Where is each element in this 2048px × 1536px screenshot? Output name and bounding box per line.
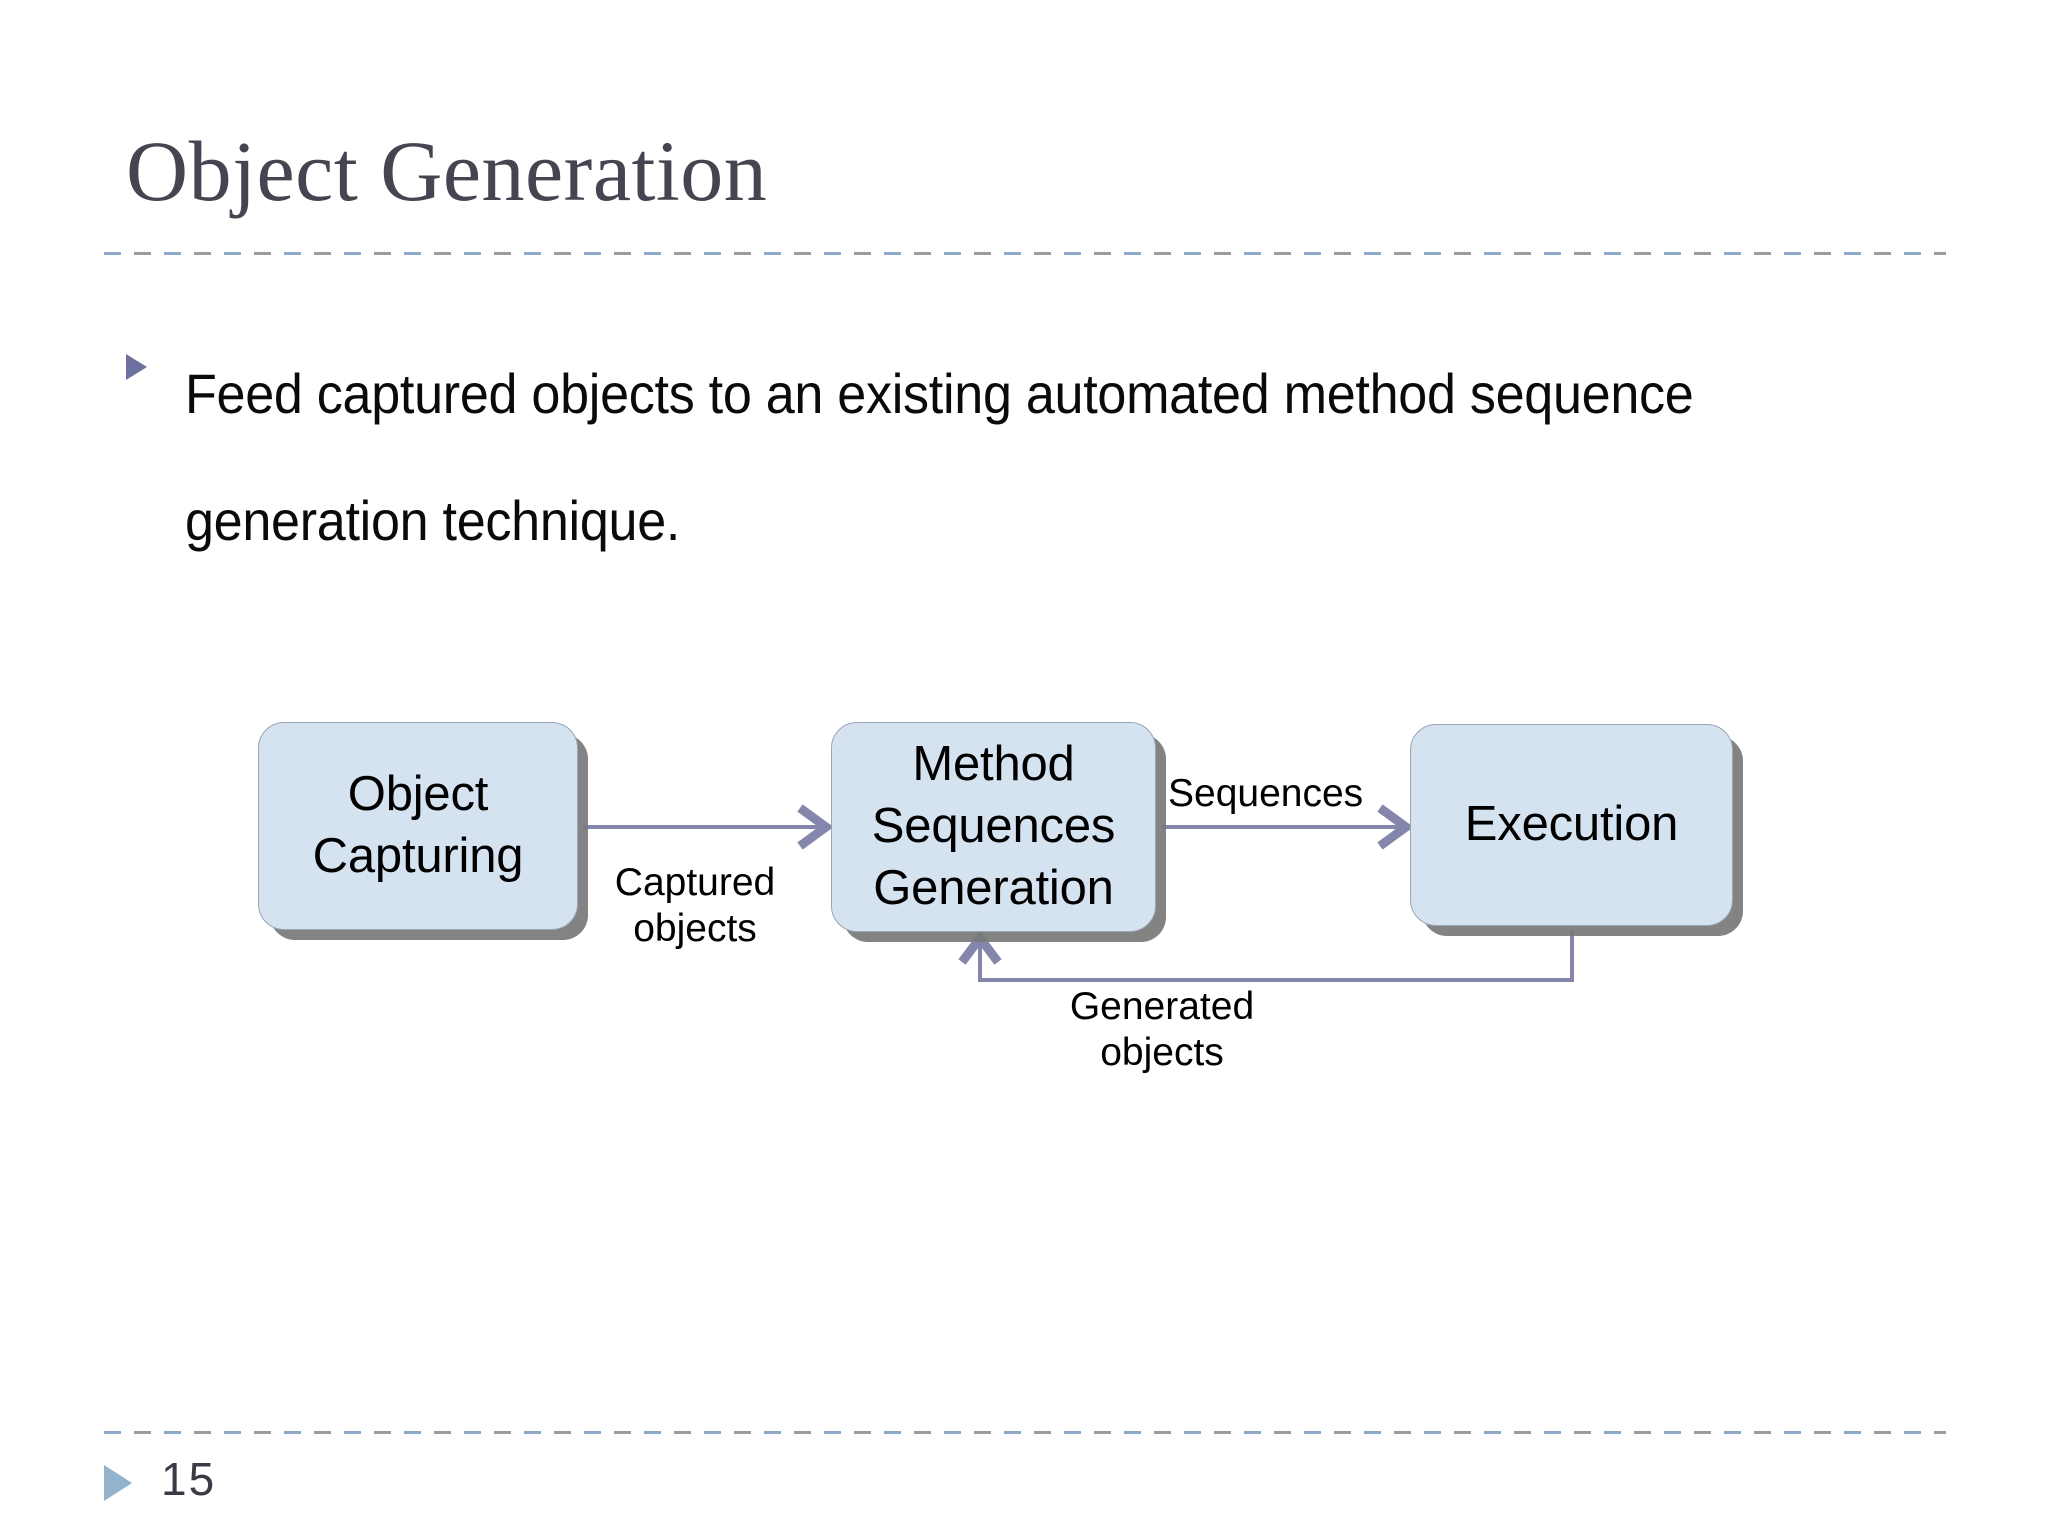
node-label-line: Generation xyxy=(873,860,1114,915)
node-object-capturing[interactable]: Object Capturing xyxy=(258,722,578,930)
arrow-exec-to-msg-feedback xyxy=(958,930,1574,982)
node-label: Object Capturing xyxy=(313,764,524,887)
node-method-sequences-generation[interactable]: Method Sequences Generation xyxy=(831,722,1156,932)
node-label: Method Sequences Generation xyxy=(871,734,1116,919)
edge-label-captured-objects: Captured objects xyxy=(614,861,776,951)
edge-label-generated-objects: Generated objects xyxy=(1069,985,1255,1075)
node-label-line: Execution xyxy=(1464,797,1679,852)
footer-triangle-icon xyxy=(104,1465,132,1501)
triangle-bullet-icon xyxy=(126,354,147,380)
node-execution[interactable]: Execution xyxy=(1410,724,1733,926)
node-label-line: Method xyxy=(912,737,1075,792)
arrow-msg-to-exec xyxy=(1162,804,1414,850)
edge-label-sequences: Sequences xyxy=(1168,772,1364,815)
bullet-item-text: Feed captured objects to an existing aut… xyxy=(185,362,1694,552)
node-label-line: Sequences xyxy=(871,799,1116,854)
page-number: 15 xyxy=(161,1453,217,1505)
node-label-line: Capturing xyxy=(312,829,524,883)
arrow-capture-to-msg xyxy=(583,804,834,850)
node-label: Execution xyxy=(1464,794,1679,856)
node-label-line: Object xyxy=(347,767,489,822)
footer-divider xyxy=(104,1431,1946,1434)
page-title: Object Generation xyxy=(126,123,768,219)
title-divider xyxy=(104,252,1946,255)
